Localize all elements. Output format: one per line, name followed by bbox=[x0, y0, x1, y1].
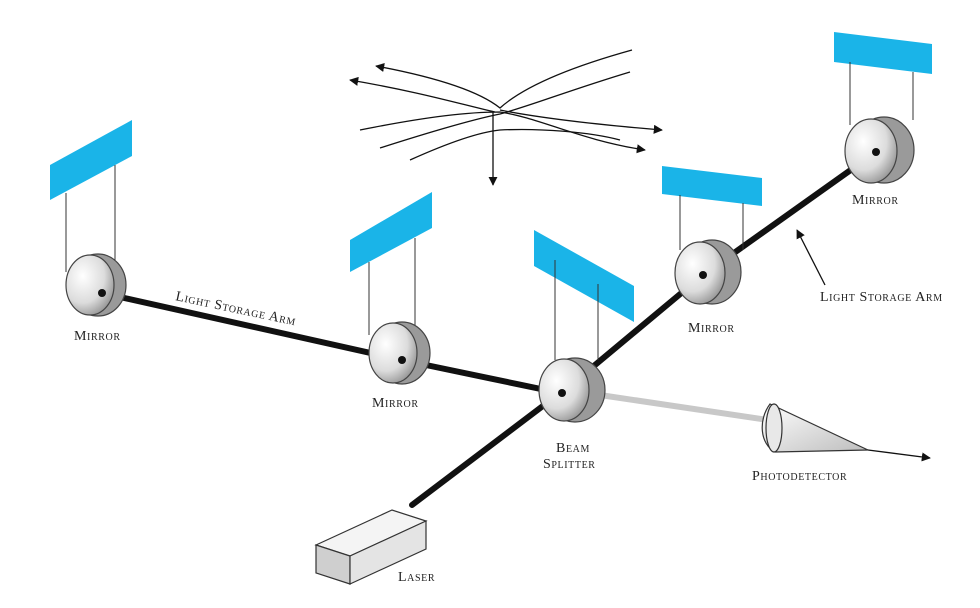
beam-laser-to-splitter bbox=[409, 390, 563, 508]
laser-box bbox=[314, 509, 428, 585]
label-photodetector: Photodetector bbox=[752, 469, 847, 484]
mirror-far-right bbox=[844, 116, 915, 184]
label-laser: Laser bbox=[398, 570, 435, 585]
panel-mid-left bbox=[350, 192, 432, 272]
panel-mid-right bbox=[662, 166, 762, 206]
beam-left-arm-far bbox=[99, 290, 405, 363]
gravitational-wave-icon bbox=[349, 49, 663, 186]
photodetector bbox=[761, 403, 931, 462]
label-mirror-mid-right: Mirror bbox=[688, 321, 735, 336]
mirror-mid-left bbox=[368, 321, 431, 385]
labels: Mirror Mirror Mirror Mirror Light Storag… bbox=[74, 193, 943, 585]
mirror-far-left bbox=[65, 253, 127, 317]
panel-far-right bbox=[834, 32, 932, 74]
label-mirror-far-right: Mirror bbox=[852, 193, 899, 208]
panel-far-left bbox=[50, 120, 132, 200]
label-mirror-mid-left: Mirror bbox=[372, 396, 419, 411]
suspension-panels bbox=[50, 32, 932, 360]
mirror-mid-right bbox=[674, 239, 742, 305]
panel-splitter bbox=[534, 230, 634, 322]
label-arm-right: Light Storage Arm bbox=[820, 290, 943, 305]
label-beam-splitter-2: Splitter bbox=[543, 457, 596, 472]
output-beam bbox=[597, 392, 771, 423]
arm-pointer-arrow bbox=[796, 229, 826, 286]
beam-splitter bbox=[538, 357, 606, 423]
label-beam-splitter-1: Beam bbox=[556, 441, 590, 456]
label-mirror-far-left: Mirror bbox=[74, 329, 121, 344]
